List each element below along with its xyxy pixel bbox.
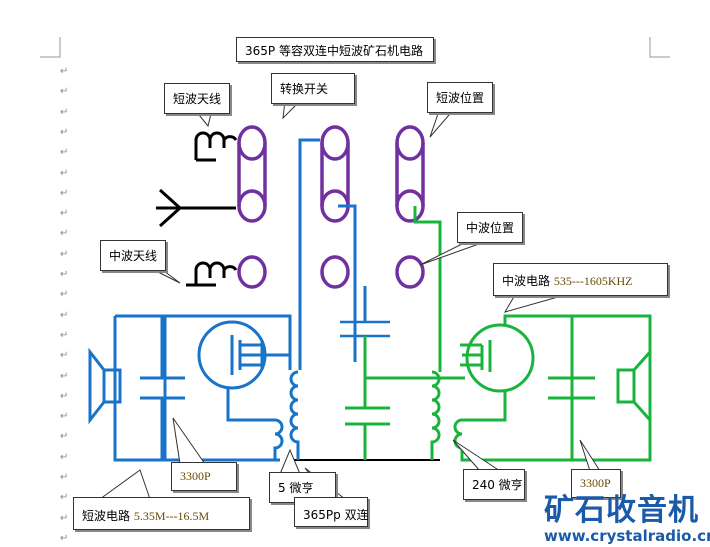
- callout-cap-left: 3300P: [171, 462, 237, 491]
- paragraph-mark: ↵: [60, 431, 69, 443]
- callout-cap-right: 3300P: [571, 469, 621, 498]
- paragraph-mark: ↵: [60, 370, 69, 382]
- callout-sw-antenna: 短波天线: [164, 83, 231, 114]
- paragraph-mark: ↵: [60, 350, 69, 362]
- mw-antenna-coil: [194, 261, 238, 285]
- range: 535---1605KHZ: [553, 274, 633, 288]
- paragraph-mark: ↵: [60, 228, 69, 240]
- paragraph-mark: ↵: [60, 390, 69, 402]
- paragraph-mark: ↵: [60, 512, 69, 524]
- callout-coil-240uh: 240 微亨: [463, 469, 525, 500]
- paragraph-mark: ↵: [60, 248, 69, 260]
- paragraph-mark: ↵: [60, 187, 69, 199]
- range: 5.35M---16.5M: [133, 509, 210, 523]
- diagram-title: 365P 等容双连中短波矿石机电路: [236, 37, 434, 62]
- paragraph-mark: ↵: [60, 472, 69, 483]
- callout-sw-position: 短波位置: [427, 82, 494, 113]
- site-logo: 矿石收音机 www.crystalradio.cn: [544, 485, 710, 545]
- paragraph-mark: ↵: [60, 208, 69, 220]
- label: 短波天线: [173, 92, 222, 106]
- label: 中波电路: [502, 274, 551, 288]
- mediumwave-circuit: [345, 206, 652, 462]
- paragraph-mark: ↵: [60, 126, 69, 138]
- switch-contacts: [237, 125, 425, 289]
- shortwave-circuit: [88, 138, 390, 462]
- page-corner-marks: [40, 37, 670, 58]
- paragraph-mark: ↵: [60, 147, 69, 159]
- callout-mw-antenna: 中波天线: [100, 240, 167, 271]
- callout-tails: [99, 100, 601, 500]
- label: 3300P: [180, 469, 211, 483]
- logo-url: www.crystalradio.cn: [544, 527, 710, 545]
- label: 5 微亨: [278, 481, 314, 495]
- label: 中波天线: [109, 249, 158, 263]
- paragraph-mark: ↵: [60, 451, 69, 463]
- paragraph-mark: ↵: [60, 532, 69, 544]
- logo-text: 矿石收音机: [544, 493, 699, 528]
- label: 240 微亨: [472, 478, 523, 492]
- callout-mw-circuit: 中波电路 535---1605KHZ: [493, 263, 668, 296]
- paragraph-mark: ↵: [60, 492, 69, 504]
- label: 转换开关: [280, 82, 329, 96]
- callout-mw-position: 中波位置: [457, 212, 524, 243]
- sw-antenna-coil: [194, 131, 238, 160]
- antenna-arrow-icon: [156, 188, 236, 228]
- paragraph-mark: ↵: [60, 309, 69, 321]
- paragraph-mark: ↵: [60, 329, 69, 341]
- callout-dual-cap: 365Pp 双连: [294, 497, 369, 527]
- label: 3300P: [580, 476, 611, 490]
- callout-sw-circuit: 短波电路 5.35M---16.5M: [73, 497, 250, 530]
- paragraph-mark: ↵: [60, 269, 69, 280]
- paragraph-mark: ↵: [60, 86, 69, 98]
- label: 短波位置: [436, 91, 485, 105]
- callout-switch: 转换开关: [271, 73, 355, 104]
- label: 中波位置: [466, 221, 515, 235]
- paragraph-mark: ↵: [60, 167, 69, 179]
- label: 365Pp 双连: [303, 508, 369, 522]
- paragraph-mark: ↵: [60, 289, 69, 301]
- title-text: 365P 等容双连中短波矿石机电路: [245, 44, 423, 58]
- paragraph-mark: ↵: [60, 66, 69, 77]
- paragraph-mark: ↵: [60, 106, 69, 118]
- label: 短波电路: [82, 509, 131, 523]
- paragraph-mark: ↵: [60, 411, 69, 423]
